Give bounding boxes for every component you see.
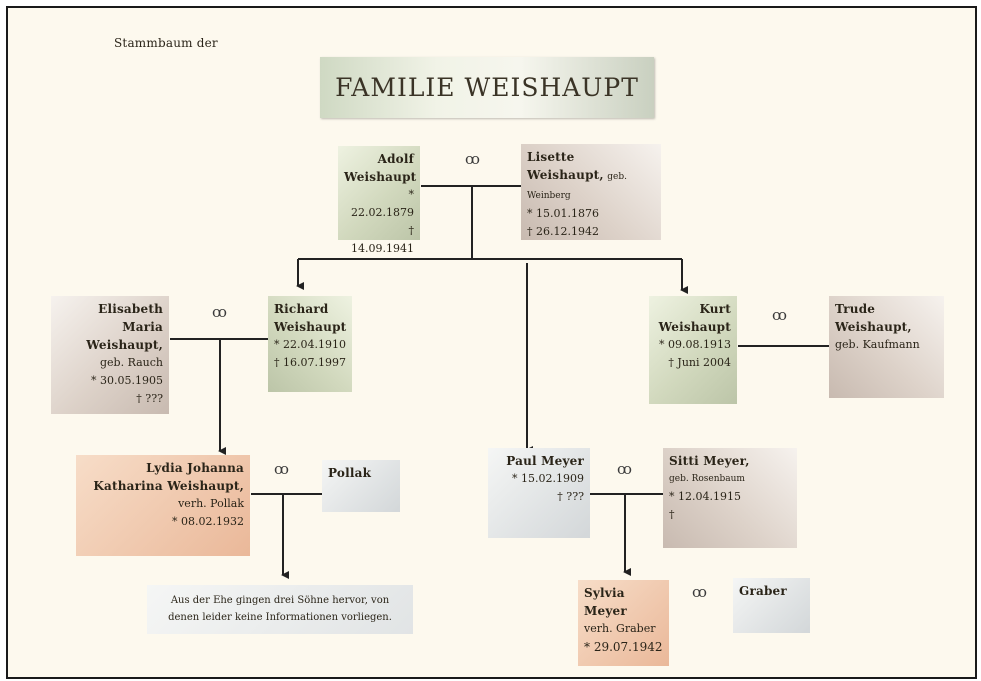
death-date: † 16.07.1997 xyxy=(274,356,346,369)
person-card-paul: Paul Meyer * 15.02.1909 † ??? xyxy=(488,448,590,538)
birth-date: * 29.07.1942 xyxy=(584,640,663,654)
person-name: Pollak xyxy=(328,466,372,480)
birth-date: * 15.02.1909 xyxy=(512,472,584,485)
birth-date: * 09.08.1913 xyxy=(659,338,731,351)
person-first-name: Lydia Johanna xyxy=(146,461,244,475)
marriage-rings-icon: ꝏ xyxy=(617,460,632,478)
person-card-trude: Trude Weishaupt, geb. Kaufmann xyxy=(829,296,944,398)
person-first-name: Kurt xyxy=(699,302,731,316)
person-last-name: Weishaupt, xyxy=(835,320,912,334)
person-card-richard: Richard Weishaupt * 22.04.1910 † 16.07.1… xyxy=(268,296,352,392)
person-first-name: Lisette xyxy=(527,150,575,164)
maiden-name: geb. Rauch xyxy=(99,356,163,369)
birth-date: * 22.04.1910 xyxy=(274,338,346,351)
married-name: verh. Graber xyxy=(584,622,656,635)
marriage-rings-icon: ꝏ xyxy=(772,306,787,324)
person-name: Sitti Meyer, xyxy=(669,454,750,468)
note-box: Aus der Ehe gingen drei Söhne hervor, vo… xyxy=(147,585,413,634)
person-card-lydia: Lydia Johanna Katharina Weishaupt, verh.… xyxy=(76,455,250,556)
person-card-sitti: Sitti Meyer, geb. Rosenbaum * 12.04.1915… xyxy=(663,448,797,548)
maiden-name: geb. Weinberg xyxy=(527,172,628,201)
person-name: Paul Meyer xyxy=(506,454,584,468)
person-name: Sylvia Meyer xyxy=(584,586,627,618)
person-card-graber: Graber xyxy=(733,578,810,633)
marriage-rings-icon: ꝏ xyxy=(465,150,480,168)
person-first-name: Trude xyxy=(835,302,876,316)
tree-subtitle: Stammbaum der xyxy=(114,36,218,50)
person-first-name: Adolf xyxy=(377,152,414,166)
married-name: verh. Pollak xyxy=(178,497,244,510)
person-last-name: Weishaupt xyxy=(274,320,347,334)
death-date: † Juni 2004 xyxy=(668,356,731,369)
maiden-name: geb. Rosenbaum xyxy=(669,474,745,484)
person-card-sylvia: Sylvia Meyer verh. Graber * 29.07.1942 xyxy=(578,580,669,666)
birth-date: * 08.02.1932 xyxy=(172,515,244,528)
person-first-name: Richard xyxy=(274,302,329,316)
birth-date: * 22.02.1879 xyxy=(351,188,414,219)
marriage-rings-icon: ꝏ xyxy=(212,303,227,321)
death-date: † 14.09.1941 xyxy=(351,224,414,255)
note-line: Aus der Ehe gingen drei Söhne hervor, vo… xyxy=(170,595,390,606)
person-last-name: Katharina Weishaupt, xyxy=(93,479,244,493)
person-first-name: Elisabeth Maria xyxy=(98,302,163,334)
maiden-name: geb. Kaufmann xyxy=(835,338,920,351)
marriage-rings-icon: ꝏ xyxy=(692,583,707,601)
person-name: Graber xyxy=(739,584,787,598)
page-title: FAMILIE WEISHAUPT xyxy=(320,57,654,118)
person-card-elisabeth: Elisabeth Maria Weishaupt, geb. Rauch * … xyxy=(51,296,169,414)
person-card-pollak: Pollak xyxy=(322,460,400,512)
person-last-name: Weishaupt, xyxy=(527,168,604,182)
person-last-name: Weishaupt xyxy=(344,170,417,184)
birth-date: * 15.01.1876 xyxy=(527,207,599,220)
marriage-rings-icon: ꝏ xyxy=(274,460,289,478)
death-date: † ??? xyxy=(557,490,584,503)
person-last-name: Weishaupt xyxy=(658,320,731,334)
person-card-adolf: Adolf Weishaupt * 22.02.1879 † 14.09.194… xyxy=(338,146,420,255)
death-date: † ??? xyxy=(136,392,163,405)
death-date: † 26.12.1942 xyxy=(527,225,599,238)
person-last-name: Weishaupt, xyxy=(86,338,163,352)
birth-date: * 30.05.1905 xyxy=(91,374,163,387)
death-date: † xyxy=(669,508,675,521)
note-line: denen leider keine Informationen vorlieg… xyxy=(168,612,392,623)
person-card-kurt: Kurt Weishaupt * 09.08.1913 † Juni 2004 xyxy=(649,296,737,404)
birth-date: * 12.04.1915 xyxy=(669,490,741,503)
person-card-lisette: Lisette Weishaupt, geb. Weinberg * 15.01… xyxy=(521,144,661,240)
